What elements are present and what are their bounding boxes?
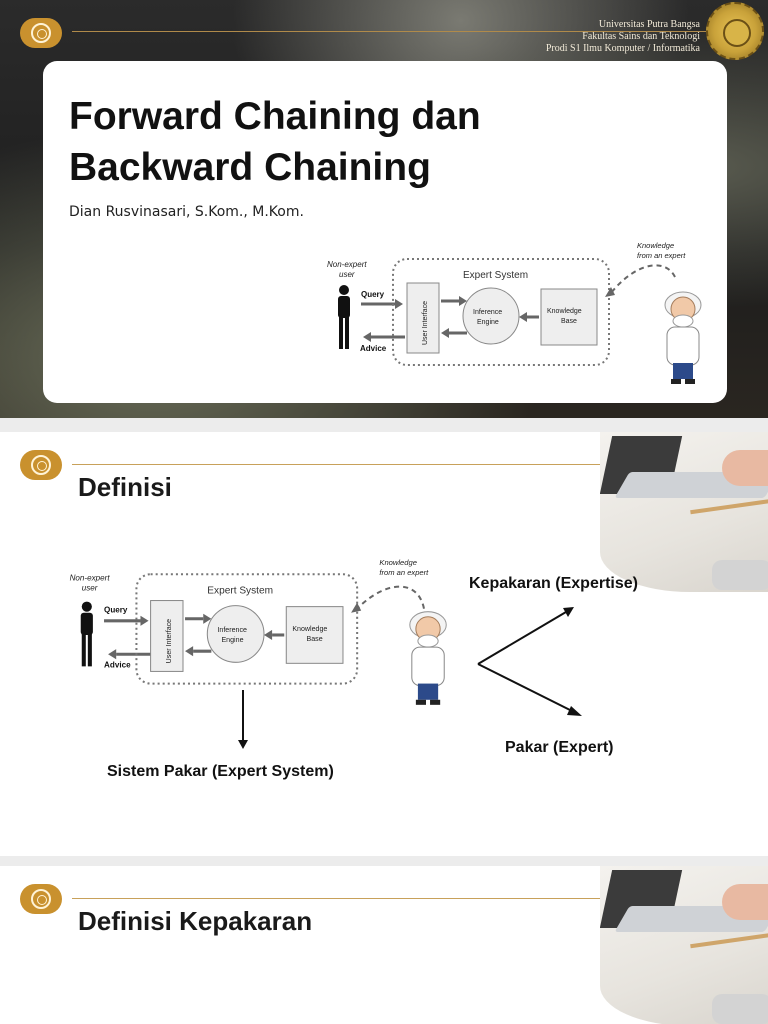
advice-arrow-icon xyxy=(108,649,151,660)
university-logo-icon xyxy=(20,450,62,480)
expert-system-boundary xyxy=(135,573,359,685)
query-label: Query xyxy=(104,606,128,615)
expert-scientist-icon xyxy=(664,291,702,384)
knowledge-base-box xyxy=(285,606,344,664)
user-person-icon xyxy=(338,285,350,349)
knowledge-label-2: Base xyxy=(561,318,577,325)
advice-label: Advice xyxy=(360,344,387,353)
expert-system-arrow-icon xyxy=(238,690,248,749)
expert-note-1: Knowledge xyxy=(379,558,417,567)
slide-title: Definisi Kepakaran xyxy=(78,906,313,936)
inference-engine-circle xyxy=(462,287,520,345)
header-divider xyxy=(72,898,632,899)
user-label: Non-expert xyxy=(327,260,367,269)
user-interface-box xyxy=(150,600,184,672)
header-divider xyxy=(72,464,632,465)
expertise-label: Kepakaran (Expertise) xyxy=(469,575,638,592)
user-person-icon xyxy=(80,601,93,667)
title-slide: Universitas Putra Bangsa Fakultas Sains … xyxy=(0,0,768,418)
advice-label: Advice xyxy=(104,660,131,669)
inference-label-2: Engine xyxy=(477,319,499,326)
slide-title: Forward Chaining dan Backward Chaining xyxy=(69,91,589,193)
inference-label-1: Inference xyxy=(473,309,502,316)
title-line-1: Forward Chaining dan xyxy=(69,95,481,138)
query-label: Query xyxy=(361,290,385,299)
user-label-2: user xyxy=(82,583,98,592)
expert-label: Pakar (Expert) xyxy=(505,739,614,756)
expert-system-title: Expert System xyxy=(463,270,528,281)
knowledge-transfer-arrow-icon xyxy=(356,585,425,610)
advice-arrow-icon xyxy=(363,332,405,342)
inference-label-2: Engine xyxy=(221,636,243,644)
definisi-slide: Definisi Non-expert user Query Advice xyxy=(0,432,768,856)
expert-note-2: from an expert xyxy=(379,568,429,577)
knowledge-label-1: Knowledge xyxy=(547,308,582,315)
knowledge-transfer-arrow-icon xyxy=(610,264,676,294)
expert-system-diagram: Non-expert user Query Advice Expert Syst… xyxy=(62,556,466,718)
expert-arrow-icon xyxy=(477,663,582,716)
expert-scientist-icon xyxy=(409,611,447,705)
expert-system-label: Sistem Pakar (Expert System) xyxy=(107,763,334,780)
expert-system-title: Expert System xyxy=(207,585,273,596)
program-name: Prodi S1 Ilmu Komputer / Informatika xyxy=(545,43,700,54)
author-name: Dian Rusvinasari, S.Kom., M.Kom. xyxy=(69,204,304,220)
title-card: Forward Chaining dan Backward Chaining D… xyxy=(43,61,727,403)
user-interface-label: User Interface xyxy=(422,301,429,345)
expert-note-1: Knowledge xyxy=(637,241,674,250)
definition-arrows xyxy=(238,607,582,749)
inference-label-1: Inference xyxy=(217,626,247,634)
query-arrow-icon xyxy=(361,299,403,309)
laptop-photo xyxy=(600,432,768,592)
user-label: Non-expert xyxy=(70,573,111,582)
user-label-2: user xyxy=(339,270,355,279)
knowledge-label-1: Knowledge xyxy=(292,625,327,633)
knowledge-label-2: Base xyxy=(307,635,323,643)
user-interface-label: User Interface xyxy=(165,619,173,664)
university-logo-icon xyxy=(20,18,62,48)
knowledge-base-box xyxy=(540,288,598,346)
university-name: Universitas Putra Bangsa xyxy=(598,19,700,30)
laptop-photo xyxy=(600,866,768,1024)
slide-title: Definisi xyxy=(78,472,172,502)
faculty-name: Fakultas Sains dan Teknologi xyxy=(582,31,700,42)
university-info: Universitas Putra Bangsa Fakultas Sains … xyxy=(546,19,700,55)
university-logo-icon xyxy=(20,884,62,914)
user-interface-box xyxy=(406,282,440,354)
inference-engine-circle xyxy=(206,605,265,663)
expert-note-2: from an expert xyxy=(637,251,686,260)
title-line-2: Backward Chaining xyxy=(69,146,431,189)
header-divider xyxy=(72,31,706,32)
expert-system-diagram: Non-expert user Query Advice xyxy=(315,237,711,397)
slide-separator xyxy=(0,418,768,432)
query-arrow-icon xyxy=(104,615,149,626)
definisi-kepakaran-slide: Definisi Kepakaran xyxy=(0,866,768,1024)
slide-separator xyxy=(0,856,768,866)
expertise-arrow-icon xyxy=(477,607,574,665)
university-seal-icon xyxy=(706,2,764,60)
